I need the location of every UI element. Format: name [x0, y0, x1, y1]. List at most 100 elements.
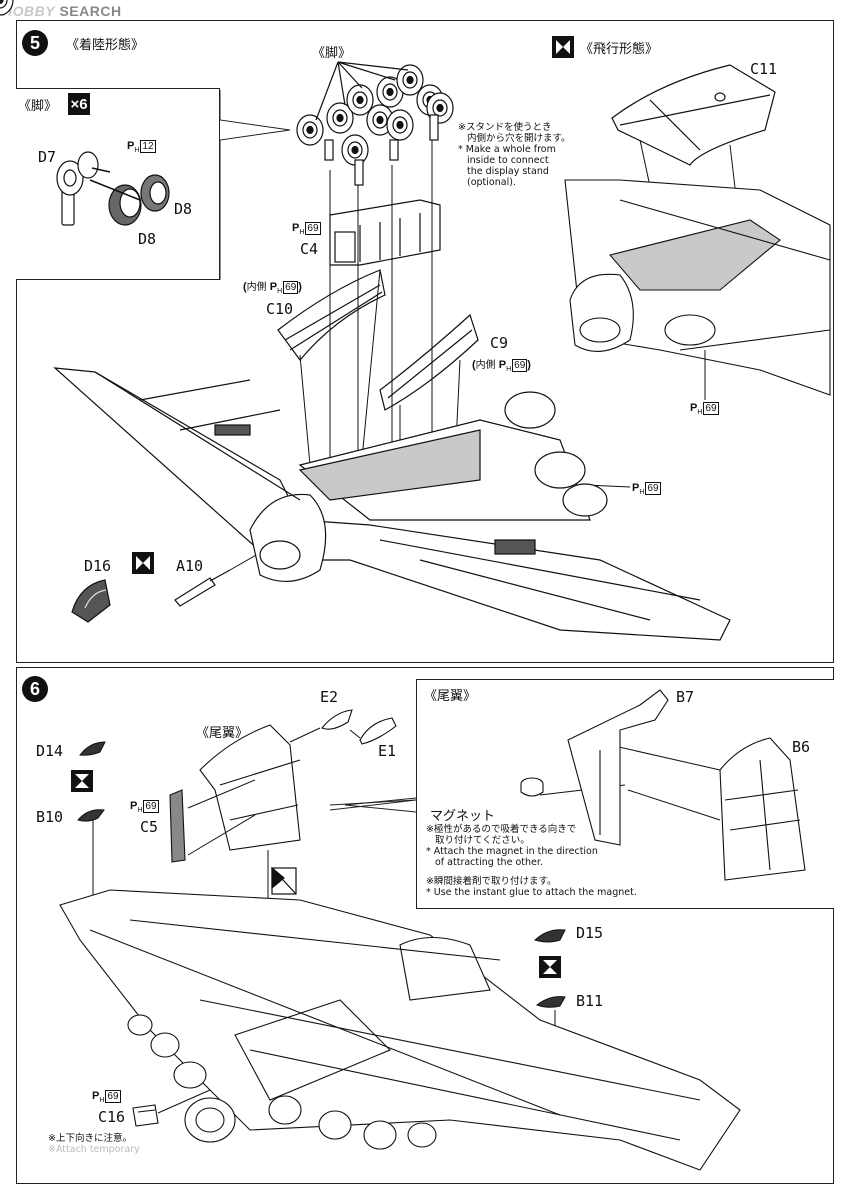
hourglass-symbol-icon — [71, 770, 93, 792]
part-b11-label: B11 — [576, 992, 604, 1010]
ph-prefix: P — [292, 222, 300, 234]
magnet-label: マグネット — [430, 809, 496, 824]
ph-sub: H — [134, 147, 140, 155]
part-c11-label: C11 — [750, 60, 778, 78]
part-b7-shape — [567, 689, 669, 846]
stand-note-jp1: ※スタンドを使うとき — [458, 122, 552, 133]
part-e1-label: E1 — [378, 742, 397, 760]
glue-note-en: * Use the instant glue to attach the mag… — [426, 887, 637, 898]
magnet-note-jp1: ※極性があるので吸着できる向きで — [426, 824, 577, 835]
ph-number: 69 — [283, 281, 299, 294]
part-c9-label: C9 — [490, 334, 509, 352]
step5-badge: 5 — [22, 30, 48, 56]
part-b10-label: B10 — [36, 808, 64, 826]
tail-inset-title: 《尾翼》 — [424, 689, 477, 704]
aircraft-flight-body — [564, 179, 831, 396]
glue-note-jp: ※瞬間接着剤で取り付けます。 — [426, 876, 557, 887]
bowtie-icon — [556, 40, 570, 54]
legs-inset — [16, 88, 220, 280]
part-c10-label: C10 — [266, 300, 294, 318]
ph-sub: H — [697, 409, 703, 417]
ph-number: 69 — [703, 402, 719, 415]
ph-sub: H — [99, 1097, 105, 1105]
part-c9-shape — [379, 313, 479, 411]
ph-sub: H — [137, 807, 143, 815]
part-b7-label: B7 — [676, 688, 695, 706]
step5-panel — [16, 20, 834, 663]
ph-number: 69 — [305, 222, 321, 235]
ph-number: 69 — [645, 482, 661, 495]
part-c11-shape — [611, 64, 776, 166]
ph-prefix: P — [690, 402, 698, 414]
part-c16-shape — [132, 1104, 159, 1127]
part-c5-label: C5 — [140, 818, 159, 836]
part-c16-label: C16 — [98, 1108, 126, 1126]
ph-prefix: P — [632, 482, 640, 494]
step6-panel — [16, 667, 834, 1184]
stand-note-en3: the display stand — [467, 166, 549, 177]
legs-inset-title: 《脚》 — [18, 99, 58, 114]
ph-prefix: P — [130, 800, 138, 812]
magnet-note: ※極性があるので吸着できる向きで 取り付けてください。 * Attach the… — [426, 824, 637, 898]
part-d16-shape — [71, 579, 111, 623]
ph-prefix: P — [269, 281, 278, 293]
ph-prefix: P — [498, 359, 507, 371]
inner-label: 内側 — [246, 282, 267, 293]
ph-sub: H — [299, 229, 305, 237]
part-b6-label: B6 — [792, 738, 811, 756]
wheel-assembly-detail — [56, 151, 170, 226]
hobby-search-logo: HOBBY SEARCH — [2, 3, 122, 19]
parts-d15-b11-shapes — [534, 929, 566, 1008]
display-stand-note: ※スタンドを使うとき 内側から穴を開けます。 * Make a whole fr… — [458, 122, 571, 188]
flight-mode-title: 《飛行形態》 — [580, 42, 659, 57]
landing-gear-cluster — [0, 0, 454, 186]
tail-fin-assembly-small — [169, 724, 301, 863]
orientation-note: ※上下向きに注意。 ※Attach temporary — [48, 1133, 140, 1155]
d16-bowtie-symbol-icon — [132, 552, 154, 574]
stand-note-jp2: 内側から穴を開けます。 — [467, 133, 571, 144]
ph-sub: H — [639, 489, 645, 497]
part-c4-label: C4 — [300, 240, 319, 258]
step5-number: 5 — [29, 32, 40, 53]
ph-sub: H — [506, 366, 512, 374]
stand-note-en4: (optional). — [467, 177, 516, 188]
magnet-note-jp2: 取り付けてください。 — [435, 835, 530, 846]
part-d7-label: D7 — [38, 148, 57, 166]
bowtie-icon — [136, 556, 150, 570]
part-d15-label: D15 — [576, 924, 604, 942]
part-a10-shape — [174, 569, 231, 607]
magnet-shape — [520, 777, 544, 797]
engine-nacelles — [127, 1014, 437, 1150]
parts-d14-b10-shapes — [77, 741, 106, 822]
aircraft-landing-body — [53, 367, 731, 641]
flight-mode-symbol-icon — [552, 36, 574, 58]
orientation-note-jp: ※上下向きに注意。 — [48, 1133, 132, 1144]
legs-callout-label: 《脚》 — [312, 46, 352, 61]
parts-e1-e2-shapes — [321, 709, 397, 745]
part-d14-label: D14 — [36, 742, 64, 760]
ph-number: 69 — [105, 1090, 121, 1103]
ph-number: 69 — [143, 800, 159, 813]
magnet-note-en1: * Attach the magnet in the direction — [426, 846, 598, 857]
part-a10-label: A10 — [176, 557, 204, 575]
part-d16-label: D16 — [84, 557, 112, 575]
step6-number: 6 — [29, 678, 40, 699]
part-d8-label-bottom: D8 — [138, 230, 157, 248]
part-d8-label-right: D8 — [174, 200, 193, 218]
part-b6-shape — [719, 737, 806, 881]
legs-multiplier-badge: ×6 — [68, 93, 90, 115]
logo-brand: HOBBY — [2, 3, 56, 19]
ph-prefix: P — [92, 1090, 100, 1102]
magnet-note-en2: of attracting the other. — [435, 857, 543, 868]
half-box-symbol-icon — [271, 866, 297, 895]
hourglass-symbol-icon-right — [539, 956, 561, 978]
